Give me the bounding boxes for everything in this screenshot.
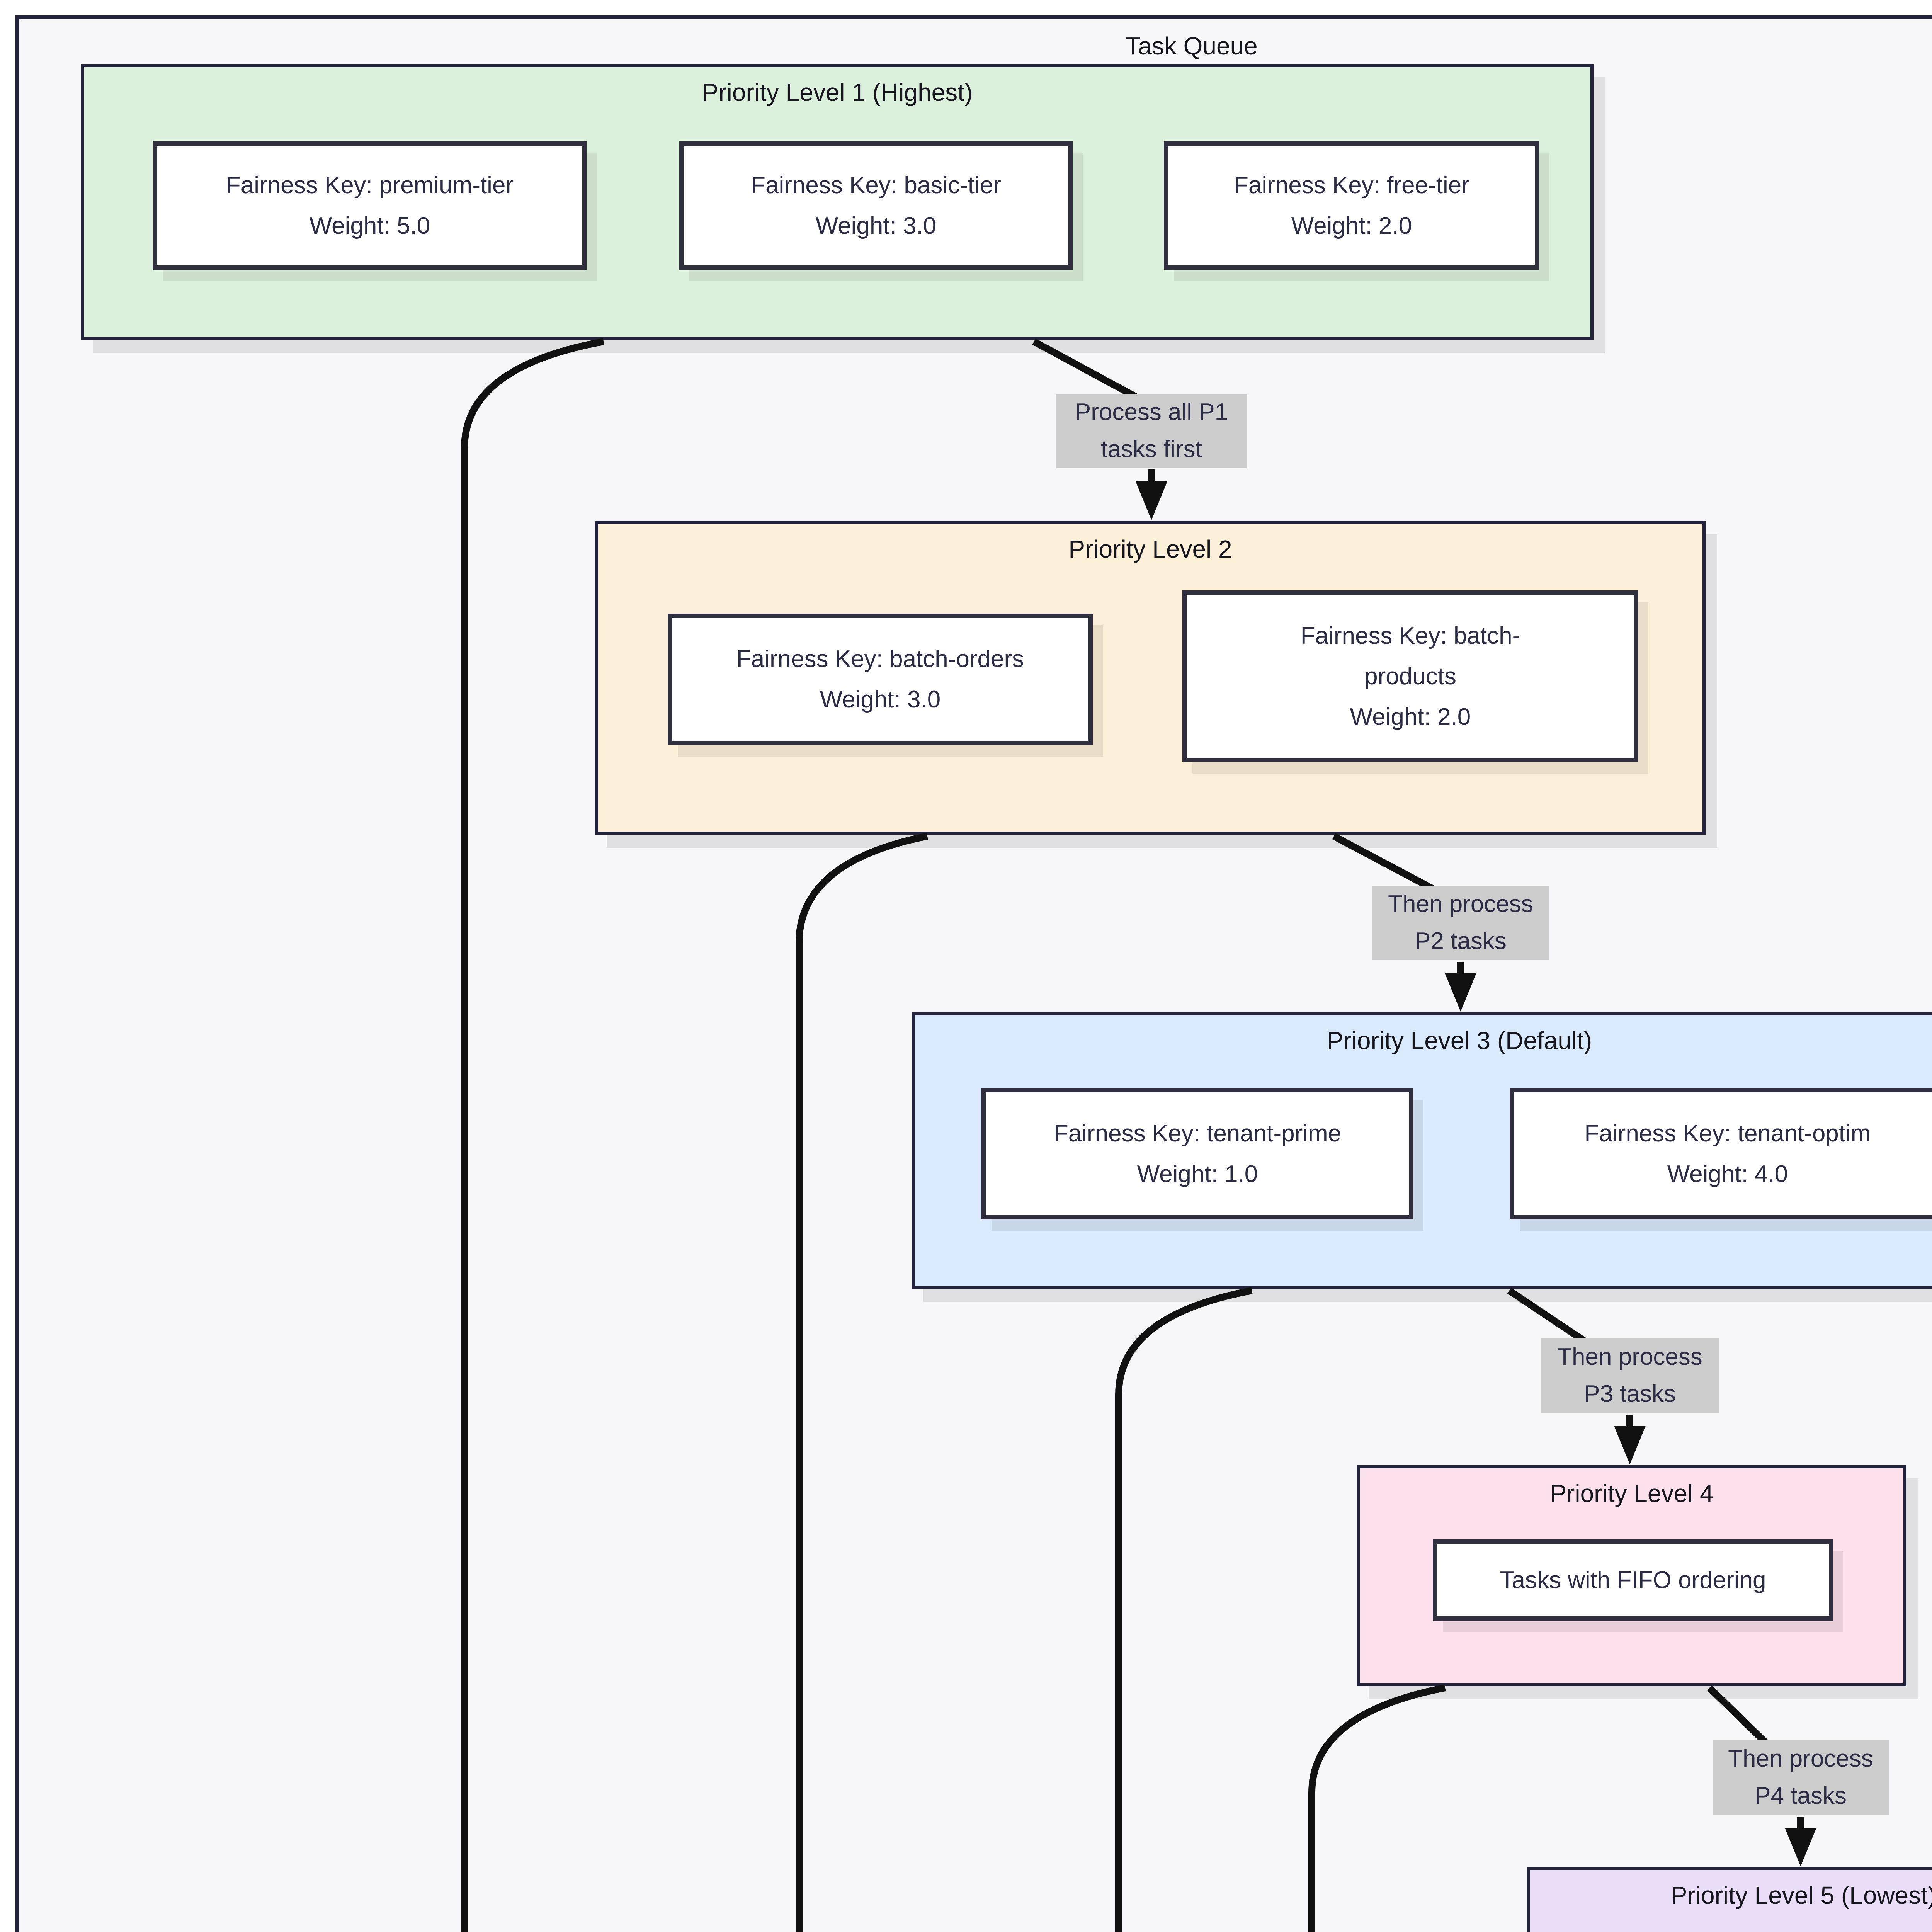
node-line: Weight: 2.0 [1350, 703, 1471, 730]
node-line: Fairness Key: premium-tier [226, 172, 514, 199]
edge-label-line: P4 tasks [1755, 1782, 1847, 1809]
cluster-priority-level-4: Priority Level 4 Tasks with FIFO orderin… [1357, 1465, 1906, 1686]
cluster-priority-level-3-title: Priority Level 3 (Default) [1327, 1027, 1592, 1054]
task-queue-title: Task Queue [1126, 32, 1258, 60]
node-line: Weight: 4.0 [1667, 1161, 1788, 1187]
cluster-priority-level-5-title: Priority Level 5 (Lowest) [1670, 1881, 1932, 1909]
cluster-priority-level-3: Priority Level 3 (Default) Fairness Key:… [912, 1012, 1932, 1289]
node-line: Weight: 1.0 [1137, 1161, 1258, 1187]
node-tenant-prime: Fairness Key: tenant-prime Weight: 1.0 [981, 1088, 1413, 1219]
cluster-priority-level-2-title: Priority Level 2 [1068, 535, 1232, 563]
node-line: Weight: 3.0 [820, 686, 941, 713]
edge-label-line: P3 tasks [1584, 1381, 1676, 1407]
edge-label-line: tasks first [1101, 436, 1202, 463]
edge-label-line: P2 tasks [1415, 928, 1507, 954]
node-batch-orders: Fairness Key: batch-orders Weight: 3.0 [668, 614, 1093, 745]
node-fifo-p4: Tasks with FIFO ordering [1433, 1539, 1833, 1621]
edge-label-line: Then process [1728, 1745, 1873, 1772]
edge-label-line: Then process [1388, 891, 1533, 917]
edge-label-line: Process all P1 [1075, 399, 1228, 425]
node-line: Tasks with FIFO ordering [1500, 1566, 1766, 1594]
node-tenant-optim: Fairness Key: tenant-optim Weight: 4.0 [1510, 1088, 1932, 1219]
node-premium-tier: Fairness Key: premium-tier Weight: 5.0 [153, 141, 587, 270]
edge-label-then-p2: Then process P2 tasks [1372, 886, 1549, 960]
node-line: Fairness Key: basic-tier [751, 172, 1001, 199]
edge-label-then-p3: Then process P3 tasks [1541, 1338, 1719, 1413]
cluster-priority-level-4-title: Priority Level 4 [1550, 1480, 1714, 1507]
node-line: Weight: 3.0 [815, 213, 937, 239]
edge-label-line: Then process [1557, 1344, 1702, 1370]
node-basic-tier: Fairness Key: basic-tier Weight: 3.0 [679, 141, 1073, 270]
cluster-priority-level-1: Priority Level 1 (Highest) Fairness Key:… [81, 64, 1594, 340]
node-free-tier: Fairness Key: free-tier Weight: 2.0 [1164, 141, 1539, 270]
node-line: Fairness Key: batch- [1300, 622, 1520, 649]
node-line: Weight: 5.0 [309, 213, 430, 239]
node-line: Weight: 2.0 [1291, 213, 1412, 239]
node-line: Fairness Key: tenant-optim [1584, 1120, 1871, 1147]
node-line: products [1364, 663, 1456, 690]
edge-label-then-p4: Then process P4 tasks [1713, 1740, 1889, 1815]
node-batch-products: Fairness Key: batch- products Weight: 2.… [1182, 590, 1638, 762]
cluster-priority-level-1-title: Priority Level 1 (Highest) [702, 78, 973, 106]
edge-label-process-p1-first: Process all P1 tasks first [1056, 394, 1247, 468]
cluster-priority-level-2: Priority Level 2 Fairness Key: batch-ord… [595, 521, 1706, 835]
cluster-priority-level-5: Priority Level 5 (Lowest) Tasks with FIF… [1527, 1867, 1932, 1932]
node-line: Fairness Key: tenant-prime [1053, 1120, 1342, 1147]
node-line: Fairness Key: batch-orders [736, 646, 1024, 672]
node-line: Fairness Key: free-tier [1234, 172, 1469, 199]
